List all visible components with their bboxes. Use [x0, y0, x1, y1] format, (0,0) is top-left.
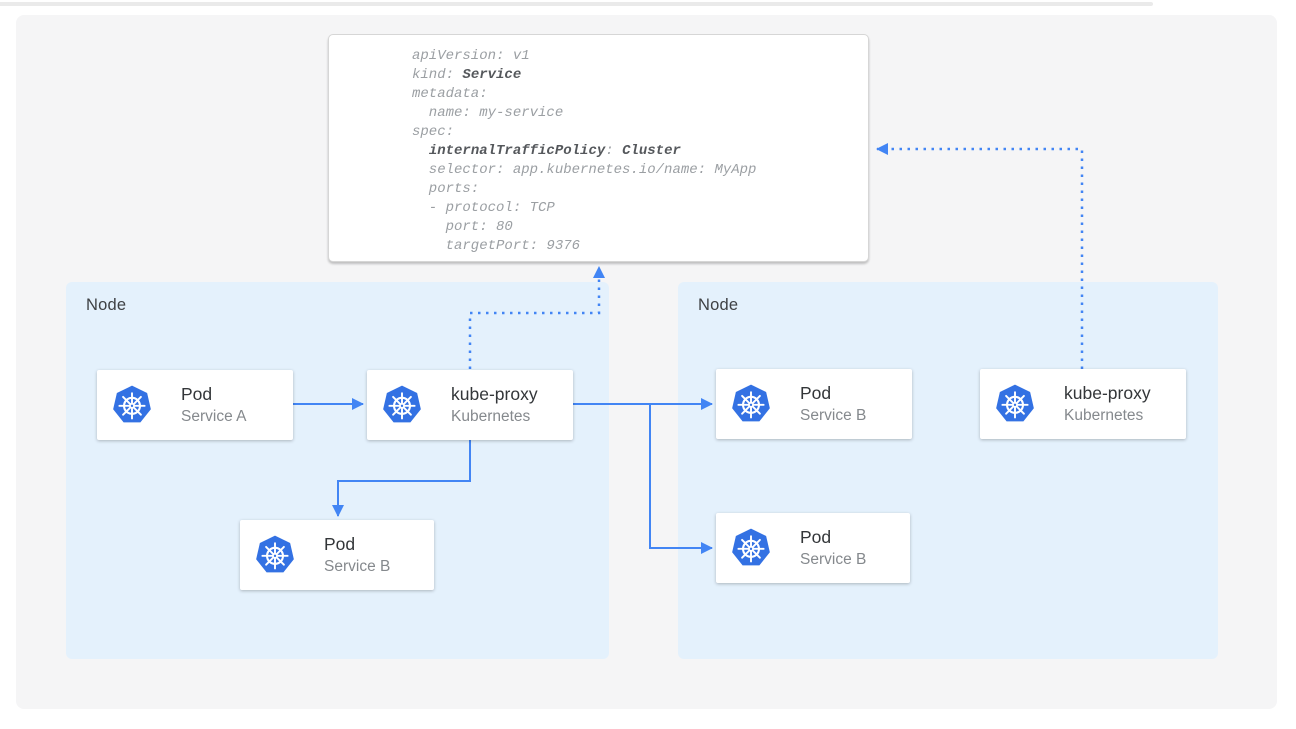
kubernetes-icon: [254, 534, 296, 576]
kubernetes-icon: [111, 384, 153, 426]
card-subtitle: Kubernetes: [1064, 407, 1144, 424]
card-title: Pod: [324, 534, 356, 554]
card-pod-service-b-right-top: Pod Service B: [716, 369, 912, 439]
card-title: Pod: [800, 383, 832, 403]
card-subtitle: Service B: [800, 551, 867, 568]
card-subtitle: Service B: [800, 407, 867, 424]
card-subtitle: Kubernetes: [451, 408, 531, 425]
node-right-label: Node: [698, 296, 739, 314]
kubernetes-icon: [730, 527, 772, 569]
kubernetes-icon: [381, 384, 423, 426]
card-pod-service-b-right-bottom: Pod Service B: [716, 513, 910, 583]
card-pod-service-a: Pod Service A: [97, 370, 293, 440]
card-title: kube-proxy: [451, 384, 538, 404]
card-title: kube-proxy: [1064, 383, 1151, 403]
kubernetes-icon: [994, 383, 1036, 425]
card-subtitle: Service A: [181, 408, 247, 425]
card-kube-proxy-right: kube-proxy Kubernetes: [980, 369, 1186, 439]
top-divider-line: [0, 2, 1153, 6]
node-left: [66, 282, 609, 659]
card-subtitle: Service B: [324, 558, 391, 575]
kubernetes-icon: [730, 383, 772, 425]
node-right: [678, 282, 1218, 659]
card-pod-service-b-left: Pod Service B: [240, 520, 434, 590]
card-title: Pod: [800, 527, 832, 547]
card-title: Pod: [181, 384, 213, 404]
card-kube-proxy-left: kube-proxy Kubernetes: [367, 370, 573, 440]
node-left-label: Node: [86, 296, 127, 314]
